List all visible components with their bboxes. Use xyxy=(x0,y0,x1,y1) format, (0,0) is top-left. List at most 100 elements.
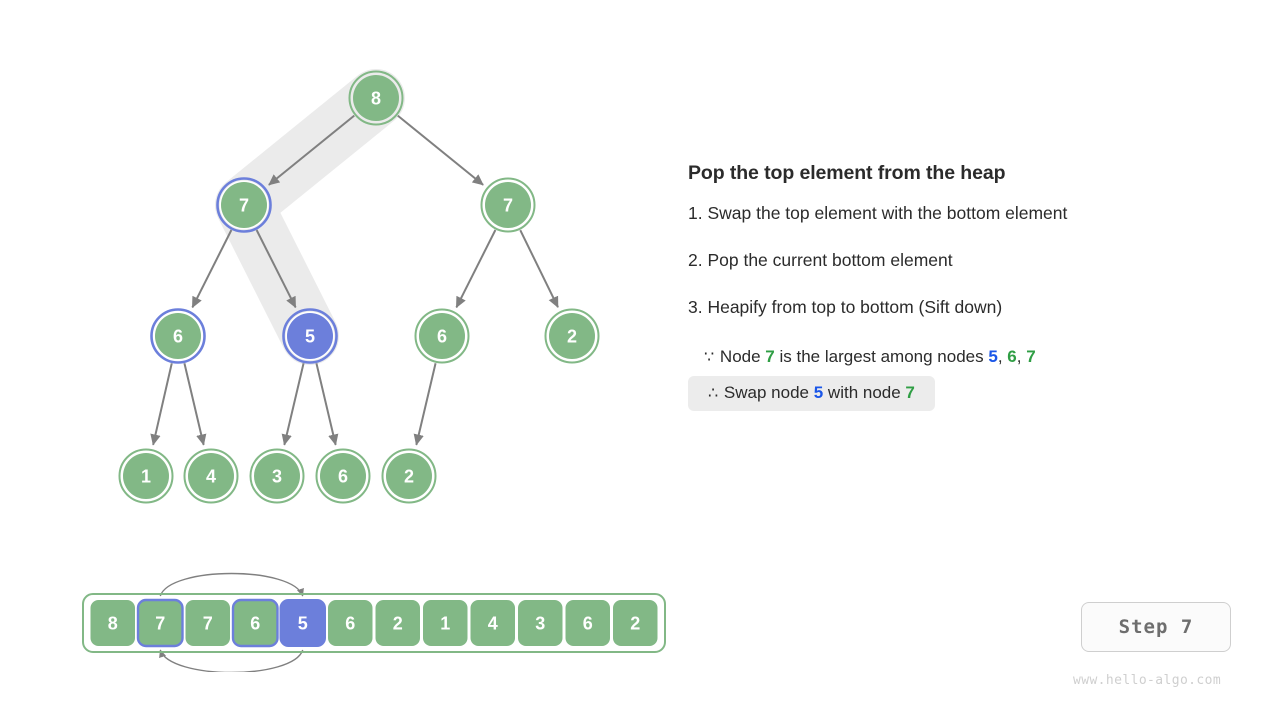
array-cell[interactable]: 6 xyxy=(565,600,611,646)
swap-arc-backward xyxy=(159,649,304,672)
tree-edge xyxy=(281,363,305,446)
conclusion-mid: with node xyxy=(823,383,906,402)
tree-node[interactable]: 1 xyxy=(118,448,174,504)
array-cell[interactable]: 6 xyxy=(231,598,279,648)
array-cell-box xyxy=(375,600,420,646)
reason-candidate-a: 5 xyxy=(988,347,998,366)
array-cell-value: 8 xyxy=(108,614,118,634)
node-value-label: 4 xyxy=(206,467,216,487)
conclusion-pre: Swap node xyxy=(723,383,814,402)
tree-node[interactable]: 4 xyxy=(183,448,239,504)
explanation-panel: Pop the top element from the heap 1. Swa… xyxy=(688,162,1248,417)
array-cell-value: 5 xyxy=(298,614,308,634)
tree-node[interactable]: 5 xyxy=(282,308,338,364)
node-value-label: 2 xyxy=(404,467,414,487)
node-outer-ring xyxy=(282,308,338,364)
swap-arc-forward xyxy=(159,572,304,597)
array-cell-value: 6 xyxy=(250,614,260,634)
array-cell-box xyxy=(231,598,279,648)
node-value-label: 3 xyxy=(272,467,282,487)
tree-edge xyxy=(455,229,497,309)
step-badge: Step 7 xyxy=(1081,602,1231,652)
array-cell[interactable]: 3 xyxy=(518,600,563,646)
array-cell[interactable]: 2 xyxy=(375,600,421,646)
conclusion-from-value: 5 xyxy=(813,383,824,402)
tree-edge xyxy=(519,229,559,308)
tree-node[interactable]: 2 xyxy=(544,308,600,364)
array-cell[interactable]: 4 xyxy=(470,600,516,646)
node-body xyxy=(419,313,465,359)
node-inner-gap-ring xyxy=(219,180,269,230)
node-body xyxy=(188,453,234,499)
reason-candidate-c: 7 xyxy=(1026,347,1036,366)
node-value-label: 2 xyxy=(567,327,577,347)
node-body xyxy=(287,313,333,359)
node-outer-ring xyxy=(381,448,437,504)
tree-node[interactable]: 7 xyxy=(480,177,536,233)
node-outer-ring xyxy=(315,448,371,504)
array-cell-value: 6 xyxy=(583,614,593,634)
node-body xyxy=(320,453,366,499)
reason-line: ∵ Node 7 is the largest among nodes 5, 6… xyxy=(688,344,1036,370)
reason-mid: is the largest among nodes xyxy=(774,347,989,366)
tree-node[interactable]: 6 xyxy=(315,448,371,504)
tree-node[interactable]: 7 xyxy=(216,177,272,233)
array-cell-value: 6 xyxy=(345,614,355,634)
array-cell-value: 1 xyxy=(440,614,450,634)
array-cell[interactable]: 2 xyxy=(613,600,658,646)
node-body xyxy=(254,453,300,499)
tree-edge xyxy=(413,363,437,446)
tree-edges xyxy=(150,114,559,446)
array-cell[interactable]: 8 xyxy=(90,600,136,646)
array-cell[interactable]: 6 xyxy=(328,600,373,646)
array-swap-arcs xyxy=(159,572,304,672)
step-item-2: 2. Pop the current bottom element xyxy=(688,250,953,270)
node-value-label: 1 xyxy=(141,467,151,487)
tree-edge xyxy=(397,114,484,186)
tree-edge xyxy=(150,363,173,446)
node-body xyxy=(221,182,267,228)
reason-sep-b: , xyxy=(1016,347,1027,366)
node-outer-ring xyxy=(118,448,174,504)
node-outer-ring xyxy=(348,70,404,126)
array-cell[interactable]: 7 xyxy=(136,598,184,648)
node-body xyxy=(123,453,169,499)
tree-edge xyxy=(268,114,355,186)
node-outer-ring xyxy=(183,448,239,504)
tree-node[interactable]: 6 xyxy=(414,308,470,364)
array-cell[interactable]: 7 xyxy=(185,600,231,646)
reason-node-value: 7 xyxy=(765,347,775,366)
watermark: www.hello-algo.com xyxy=(1073,673,1222,688)
array-cell[interactable]: 1 xyxy=(423,600,468,646)
node-outer-ring xyxy=(414,308,470,364)
array-cell[interactable]: 5 xyxy=(279,599,326,647)
node-inner-gap-ring xyxy=(285,311,335,361)
array-cell-value: 7 xyxy=(155,614,165,634)
array-cell-box xyxy=(185,600,230,646)
node-body xyxy=(155,313,201,359)
node-value-label: 6 xyxy=(437,327,447,347)
node-value-label: 7 xyxy=(503,196,513,216)
heap-tree-diagram: 8 7 7 6 5 6 2 1 4 3 6 2 xyxy=(118,69,600,504)
step-item-1: 1. Swap the top element with the bottom … xyxy=(688,203,1068,223)
array-cell-box xyxy=(136,598,184,648)
node-outer-ring xyxy=(216,177,272,233)
tree-edge xyxy=(315,363,339,446)
array-cell-box xyxy=(613,600,658,646)
array-cell-box xyxy=(565,600,610,646)
array-container-border xyxy=(82,593,666,653)
node-body xyxy=(485,182,531,228)
tree-node[interactable]: 6 xyxy=(150,308,206,364)
tree-node[interactable]: 2 xyxy=(381,448,437,504)
reason-pre: Node xyxy=(719,347,766,366)
node-outer-ring xyxy=(150,308,206,364)
tree-node[interactable]: 8 xyxy=(348,70,404,126)
node-value-label: 6 xyxy=(173,327,183,347)
step-item-3: 3. Heapify from top to bottom (Sift down… xyxy=(688,297,1003,317)
array-cell-box xyxy=(279,599,326,647)
node-outer-ring xyxy=(480,177,536,233)
tree-node[interactable]: 3 xyxy=(249,448,305,504)
